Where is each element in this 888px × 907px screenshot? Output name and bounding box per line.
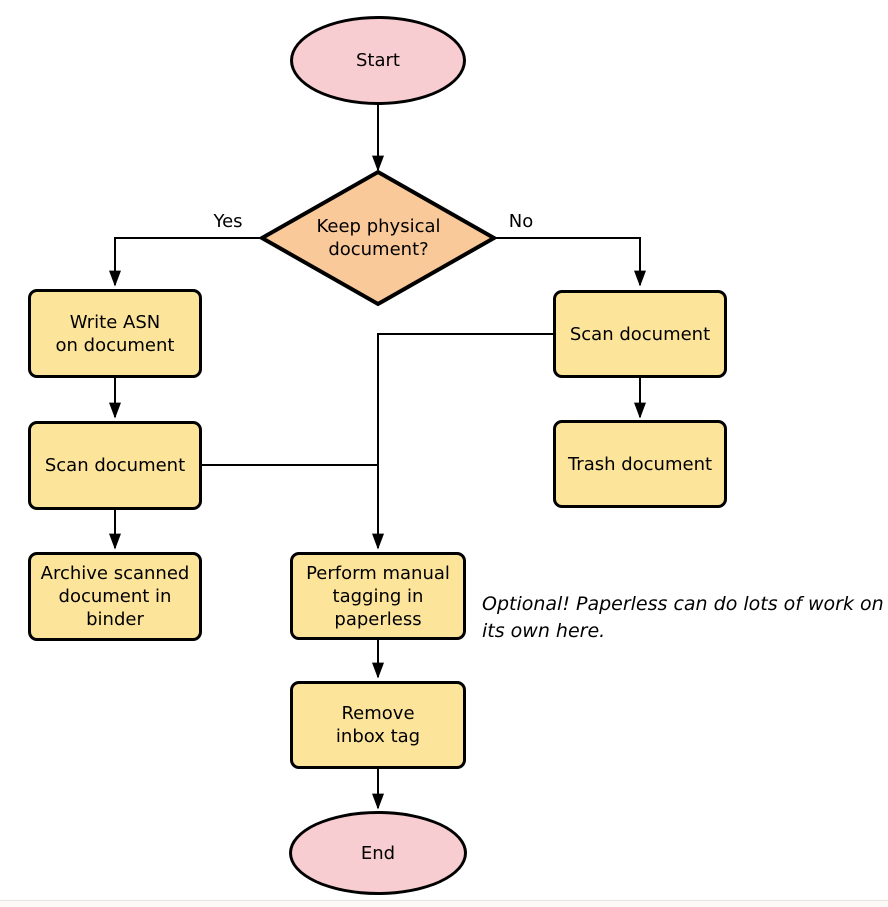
node-trash-document: Trash document <box>553 420 727 508</box>
edge-scan-right-to-tagging <box>372 333 553 550</box>
node-write-asn-on-document: Write ASN on document <box>28 289 202 378</box>
annotation-optional-note: Optional! Paperless can do lots of work … <box>482 593 884 642</box>
page-bottom-edge <box>0 900 888 907</box>
edge-label-yes: Yes <box>213 211 243 232</box>
edge-label-no: No <box>508 211 534 232</box>
decision-shape <box>257 169 499 307</box>
edge-decision-no-to-scan-right <box>495 237 646 287</box>
edge-decision-yes-to-write-asn <box>109 237 263 287</box>
node-archive-scanned-document: Archive scanned document in binder <box>28 552 202 641</box>
node-end: End <box>289 811 467 895</box>
node-scan-document-right: Scan document <box>553 290 727 378</box>
node-decision-label: Keep physical document? <box>316 216 441 260</box>
node-perform-manual-tagging: Perform manual tagging in paperless <box>290 552 466 640</box>
node-remove-inbox-tag: Remove inbox tag <box>290 681 466 769</box>
node-scan-document-left: Scan document <box>28 421 202 510</box>
node-start: Start <box>290 16 466 105</box>
